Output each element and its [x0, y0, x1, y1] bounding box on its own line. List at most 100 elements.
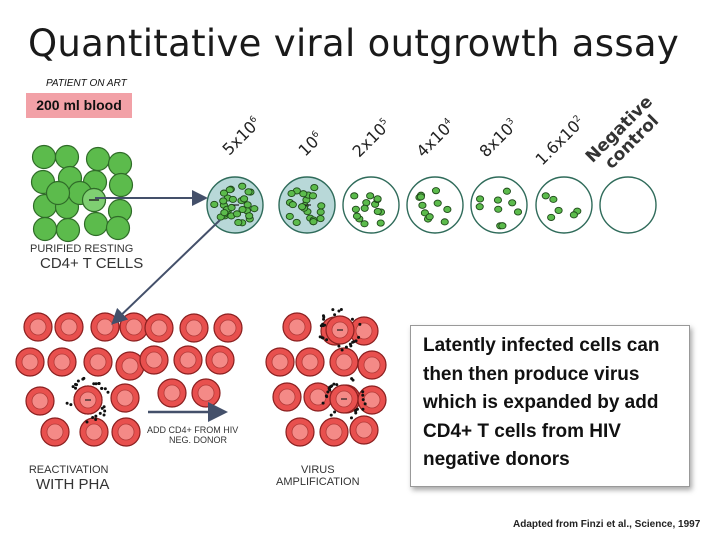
virion-dot [333, 313, 337, 317]
red-cell-nucleus [89, 353, 107, 371]
arrow-to-reactivation [111, 219, 221, 325]
virion-dot [106, 390, 110, 394]
well-cell [234, 218, 243, 227]
virion-dot [333, 410, 337, 414]
well-cell [245, 212, 254, 220]
virion-dot [325, 395, 329, 399]
well-cell [547, 213, 556, 221]
well-cell [225, 186, 234, 194]
virion-dot [326, 390, 330, 394]
well-cell [569, 211, 578, 219]
virion-dot [71, 385, 75, 389]
virion-dot [332, 382, 336, 386]
virion-dot [100, 406, 104, 410]
red-cell-nucleus [355, 421, 373, 439]
well-cell [309, 218, 318, 226]
virion-dot [358, 322, 362, 326]
virion-dot [335, 383, 339, 387]
virion-dot [354, 411, 358, 415]
red-cell-nucleus [335, 353, 353, 371]
well-cell [228, 195, 237, 203]
well-cell [250, 205, 259, 213]
well-cell [440, 218, 449, 226]
virion-dot [329, 413, 333, 417]
well-cell [508, 199, 517, 207]
well-cell [285, 212, 294, 220]
virion-dot [361, 393, 365, 397]
well-7 [599, 176, 657, 234]
virion-dot [357, 335, 361, 339]
blood-cell-cluster [30, 144, 134, 243]
virion-dot [81, 377, 85, 381]
virion-dot [351, 340, 355, 344]
virion-dot [337, 309, 341, 313]
well-cell [554, 206, 563, 214]
virion-dot [354, 339, 358, 343]
well-6 [535, 176, 593, 234]
well-cell [433, 199, 442, 207]
virion-dot [75, 383, 79, 387]
red-cell-nucleus [363, 356, 381, 374]
well-cell [232, 210, 242, 218]
well-cell [238, 205, 247, 214]
page-title: Quantitative viral outgrowth assay [28, 22, 680, 65]
red-cell-nucleus [150, 319, 168, 337]
virion-dot [344, 345, 348, 349]
virion-dot [319, 324, 323, 328]
virion-dot [98, 411, 102, 415]
red-cell-nucleus [211, 351, 229, 369]
well-cell [416, 193, 425, 201]
green-cell [107, 151, 133, 177]
virion-dot [348, 342, 352, 346]
virion-dot [337, 344, 341, 348]
well-cell [541, 192, 550, 200]
well-cell [498, 222, 507, 230]
virus-amplification-label: VIRUS AMPLIFICATION [276, 464, 360, 488]
patient-label: PATIENT ON ART [46, 78, 127, 89]
well-5 [470, 176, 528, 234]
green-cell [55, 217, 81, 243]
red-cell-nucleus [21, 353, 39, 371]
red-cell-nucleus [96, 318, 114, 336]
virion-dot [91, 416, 95, 420]
red-cell-nucleus [288, 318, 306, 336]
well-cell [310, 184, 319, 192]
red-cell-nucleus [117, 423, 135, 441]
green-cell [54, 144, 80, 170]
red-cell-nucleus [60, 318, 78, 336]
red-cell-nucleus [363, 391, 381, 409]
virion-dot [328, 385, 332, 389]
red-cell-nucleus [46, 423, 64, 441]
red-cell-nucleus [291, 423, 309, 441]
well-cell [227, 203, 236, 212]
virion-dot [94, 417, 98, 421]
virion-dot [94, 382, 98, 386]
virion-dot [65, 401, 69, 405]
virion-dot [321, 401, 325, 405]
virion-dot [355, 407, 359, 411]
red-cell-nucleus [219, 319, 237, 337]
virion-dot [92, 382, 96, 386]
add-cd4-label: ADD CD4+ FROM HIV NEG. DONOR [147, 425, 239, 445]
well-3 [342, 176, 400, 234]
red-cell-nucleus [31, 392, 49, 410]
well-cell [425, 213, 434, 221]
well-cell [513, 208, 523, 216]
explanation-text: Latently infected cells can then then pr… [423, 335, 660, 470]
well-cell [376, 219, 385, 227]
virion-dot [97, 382, 101, 386]
well-cell [360, 220, 369, 228]
virion-dot [361, 398, 365, 402]
green-cell [108, 172, 134, 198]
well-cell [352, 212, 362, 220]
well-cell [418, 201, 427, 209]
well-cell [240, 195, 249, 203]
well-cell [493, 196, 502, 204]
well-cell [298, 203, 307, 211]
virion-dot [318, 335, 322, 339]
red-cell-nucleus [197, 384, 215, 402]
well-cell [219, 197, 228, 205]
red-cell-nucleus [29, 318, 47, 336]
well-cell [317, 202, 326, 210]
red-cell-nucleus [85, 423, 103, 441]
